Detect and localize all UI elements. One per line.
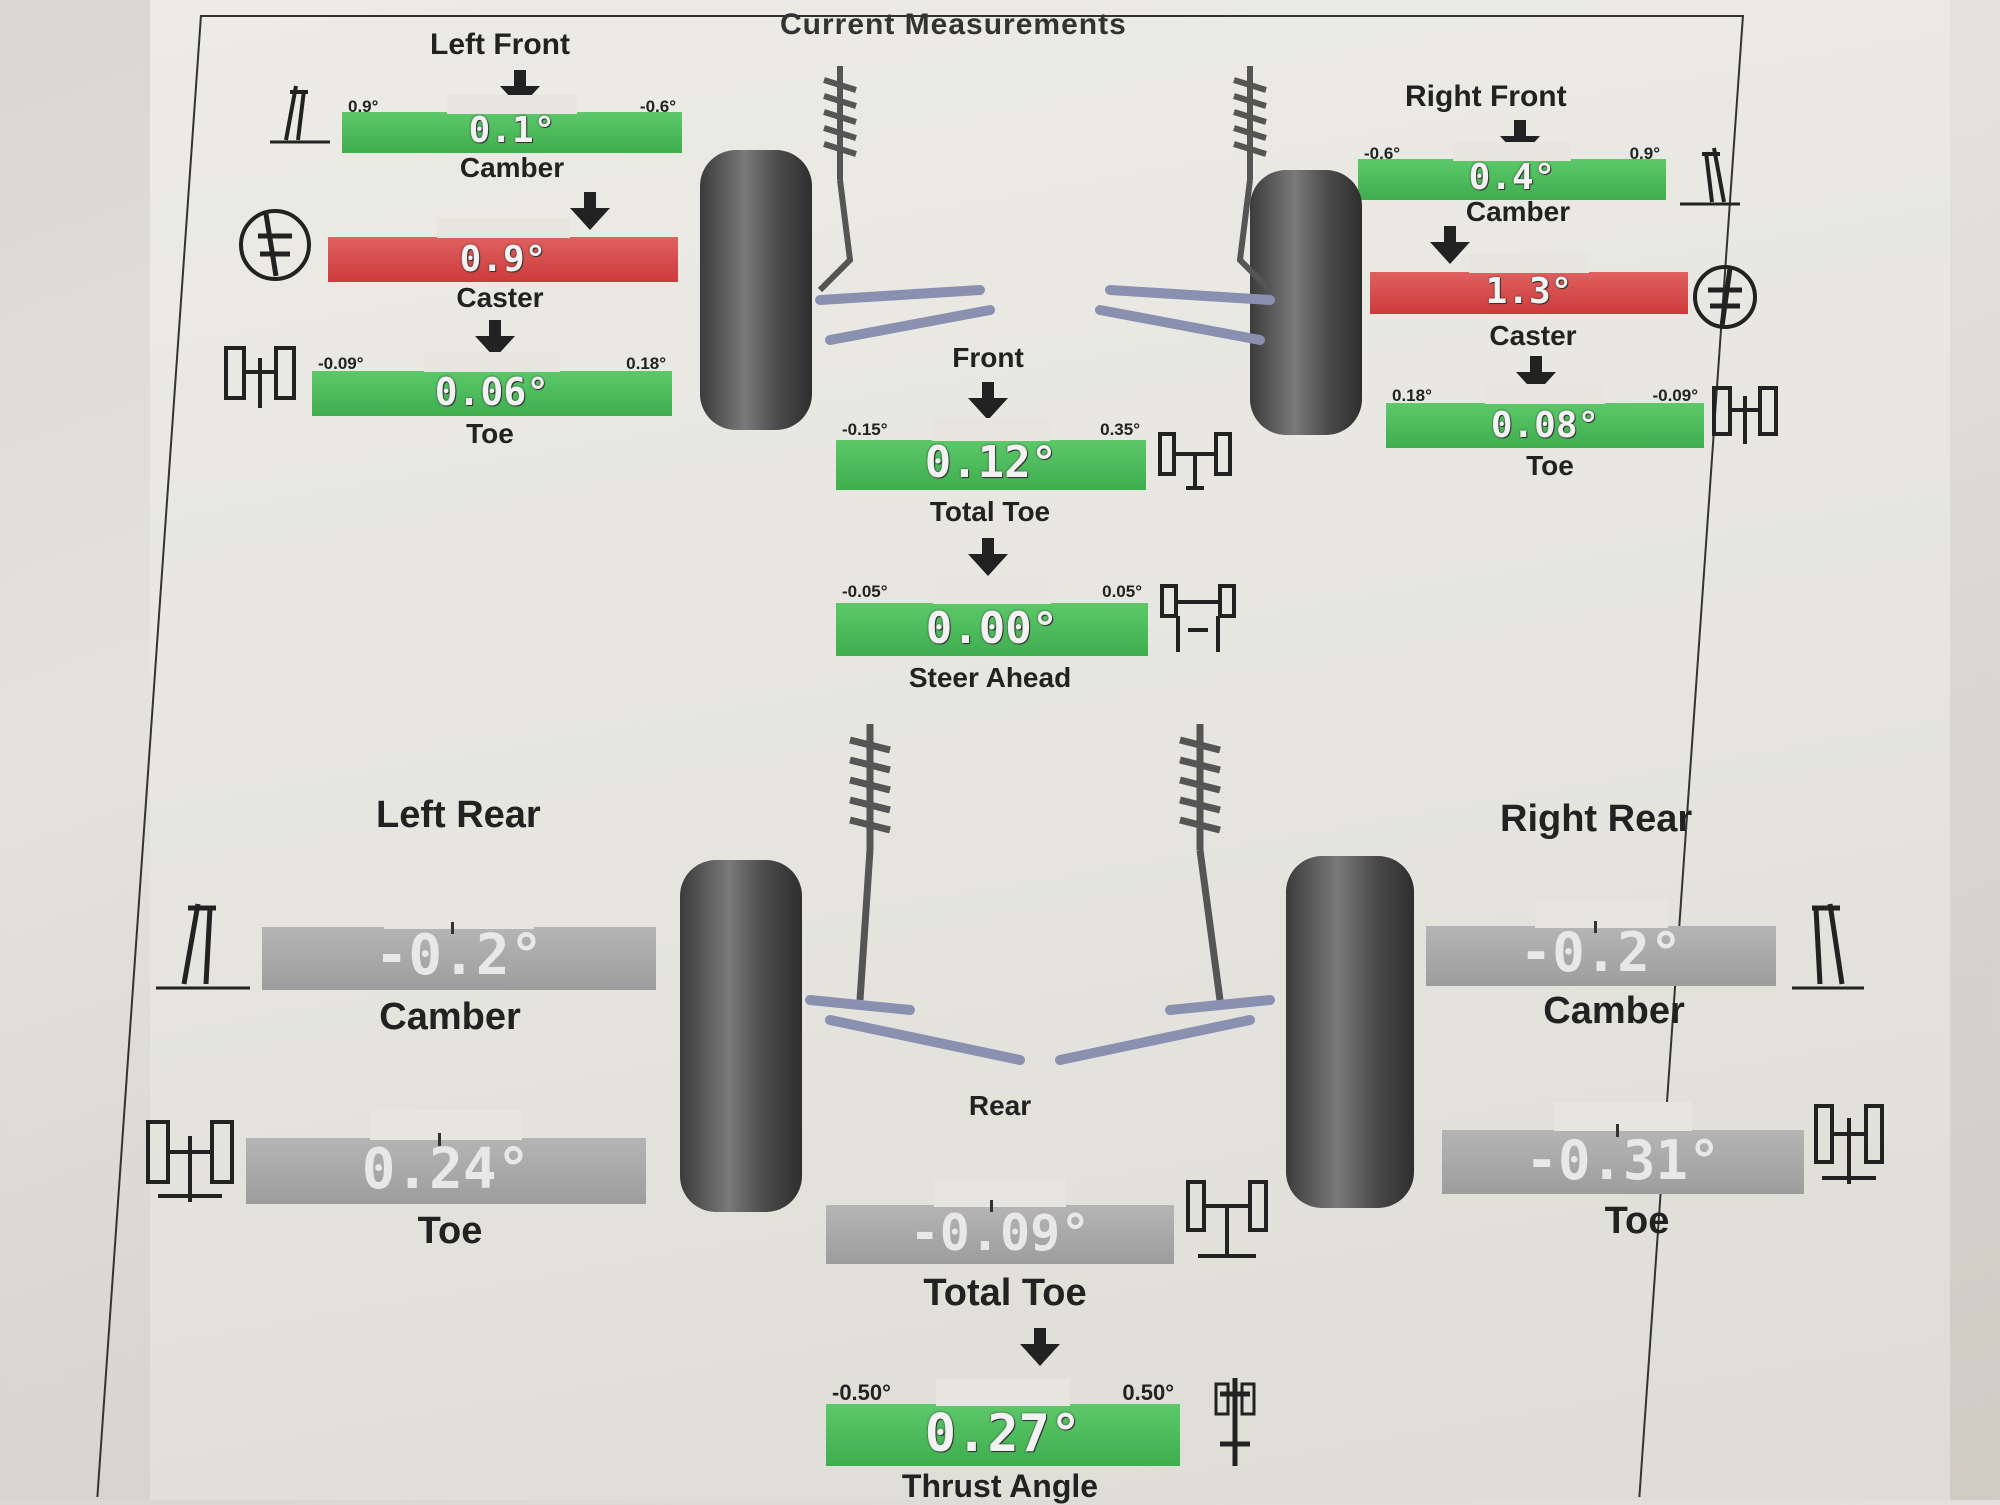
steer-ahead-gauge: -0.05° 0.05° 0.00° — [836, 580, 1148, 656]
rr-camber-gauge: -0.2° — [1426, 900, 1776, 986]
lf-toe-max: 0.18° — [626, 354, 666, 373]
rr-toe-gauge: -0.31° — [1442, 1102, 1804, 1194]
rr-toe-label: Toe — [1604, 1200, 1670, 1242]
rf-camber-icon — [1680, 147, 1740, 206]
front-total-toe-min: -0.15° — [842, 420, 888, 439]
page-title: Current Measurements — [780, 8, 1127, 41]
rear-suspension-icon — [805, 724, 1275, 1065]
lr-toe-label: Toe — [417, 1210, 483, 1252]
lf-camber-gauge: 0.9° -0.6° 0.1° — [342, 95, 682, 153]
lf-toe-value: 0.06° — [434, 370, 550, 414]
left-front-header: Left Front — [430, 28, 570, 61]
rear-total-toe-gauge: -0.09° — [826, 1180, 1174, 1264]
lf-caster-gauge: 0.9° — [328, 218, 678, 282]
lf-caster-icon — [239, 209, 311, 281]
front-axle-label: Front — [952, 342, 1024, 373]
rf-camber-value: 0.4° — [1468, 157, 1556, 198]
lf-toe-min: -0.09° — [318, 354, 364, 373]
lf-caster-value: 0.9° — [459, 239, 547, 280]
lf-camber-min: 0.9° — [348, 97, 379, 116]
thrust-angle-icon — [1214, 1378, 1256, 1466]
rr-toe-icon — [1814, 1104, 1884, 1184]
lr-toe-gauge: 0.24° — [246, 1110, 646, 1204]
lf-toe-label: Toe — [466, 418, 514, 449]
front-total-toe-label: Total Toe — [929, 496, 1051, 527]
lr-camber-icon — [156, 903, 250, 990]
rf-camber-label: Camber — [1465, 196, 1571, 227]
steer-ahead-value: 0.00° — [925, 603, 1059, 654]
rf-toe-gauge: 0.18° -0.09° 0.08° — [1386, 384, 1704, 448]
lr-camber-gauge: -0.2° — [262, 900, 656, 990]
rr-toe-value: -0.31° — [1525, 1129, 1721, 1192]
total-toe-icon — [1158, 432, 1232, 490]
steer-ahead-label: Steer Ahead — [908, 662, 1072, 693]
lf-toe-gauge: -0.09° 0.18° 0.06° — [312, 352, 672, 416]
lf-camber-value: 0.1° — [468, 110, 556, 151]
front-total-toe-gauge: -0.15° 0.35° 0.12° — [836, 418, 1146, 490]
front-total-toe-max: 0.35° — [1100, 420, 1140, 439]
rf-caster-label: Caster — [1489, 320, 1577, 351]
rf-camber-min: -0.6° — [1364, 144, 1401, 163]
rf-toe-value: 0.08° — [1490, 405, 1600, 446]
rf-toe-max: -0.09° — [1652, 386, 1698, 405]
lf-camber-max: -0.6° — [639, 97, 676, 116]
rf-toe-label: Toe — [1526, 450, 1574, 481]
rf-toe-min: 0.18° — [1392, 386, 1432, 405]
rf-toe-icon — [1712, 386, 1778, 444]
rf-caster-gauge: 1.3° — [1370, 254, 1688, 314]
rr-camber-label: Camber — [1543, 990, 1685, 1032]
lf-camber-icon — [270, 85, 330, 144]
rr-camber-value: -0.2° — [1519, 921, 1683, 984]
thrust-angle-min: -0.50° — [832, 1380, 891, 1405]
lf-toe-icon — [224, 346, 296, 408]
lf-caster-label: Caster — [456, 282, 544, 313]
front-total-toe-value: 0.12° — [924, 437, 1058, 488]
thrust-angle-label: Thrust Angle — [901, 1468, 1099, 1504]
front-suspension-icon — [815, 66, 1275, 345]
rear-total-toe-value: -0.09° — [909, 1204, 1091, 1262]
lf-camber-label: Camber — [459, 152, 565, 183]
rear-right-wheel-icon — [1286, 856, 1414, 1208]
rf-camber-max: 0.9° — [1629, 144, 1660, 163]
lr-camber-value: -0.2° — [374, 923, 544, 988]
rear-total-toe-icon — [1186, 1180, 1268, 1258]
rr-camber-icon — [1792, 903, 1864, 990]
right-front-header: Right Front — [1405, 80, 1567, 113]
right-rear-header: Right Rear — [1500, 798, 1693, 840]
thrust-angle-value: 0.27° — [924, 1404, 1082, 1464]
steer-ahead-icon — [1160, 584, 1236, 652]
rear-total-toe-label: Total Toe — [923, 1272, 1087, 1314]
rf-camber-gauge: -0.6° 0.9° 0.4° — [1358, 142, 1666, 200]
thrust-angle-gauge: -0.50° 0.50° 0.27° — [826, 1378, 1180, 1466]
front-left-wheel-icon — [700, 150, 812, 430]
rear-axle-label: Rear — [968, 1090, 1032, 1121]
thrust-angle-max: 0.50° — [1122, 1380, 1174, 1405]
lr-toe-value: 0.24° — [361, 1137, 531, 1202]
rear-left-wheel-icon — [680, 860, 802, 1212]
rf-caster-icon — [1693, 265, 1757, 329]
steer-ahead-max: 0.05° — [1102, 582, 1142, 601]
lr-toe-icon — [146, 1120, 234, 1202]
rf-caster-value: 1.3° — [1485, 271, 1573, 312]
lr-camber-label: Camber — [379, 996, 521, 1038]
left-rear-header: Left Rear — [376, 794, 541, 836]
steer-ahead-min: -0.05° — [842, 582, 888, 601]
